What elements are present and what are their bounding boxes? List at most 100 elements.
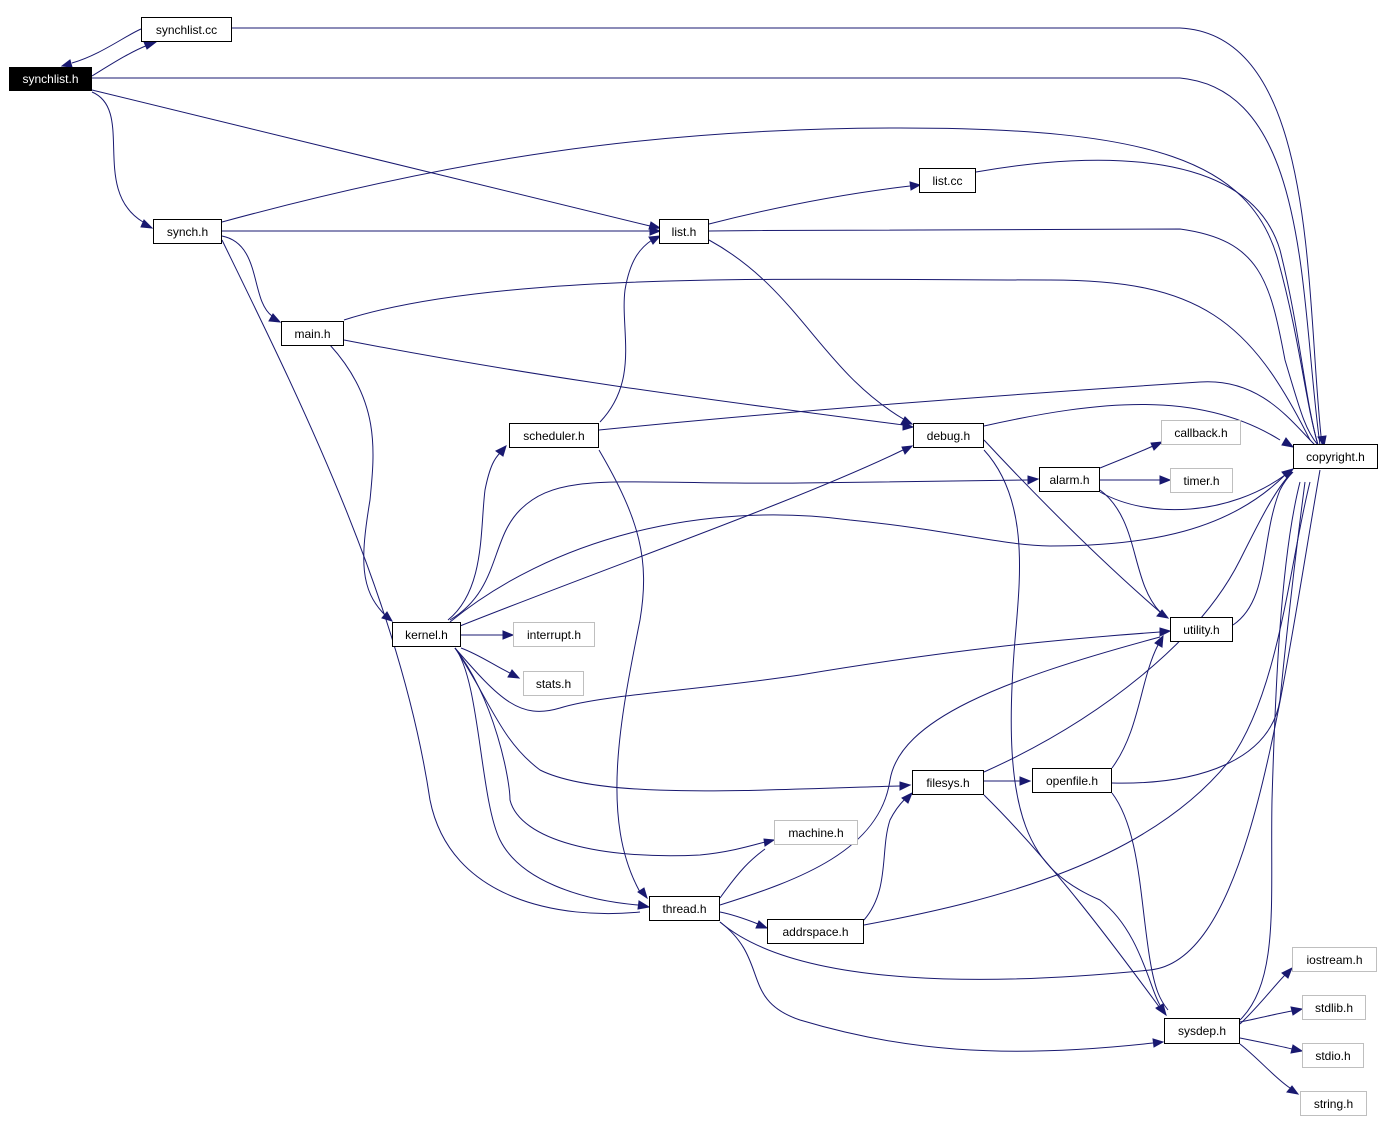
arrowhead [899,781,912,791]
edge-sysdep-h-to-stdio-h [1239,1037,1293,1050]
edge-sysdep-h-to-string-h [1239,1043,1291,1089]
node-iostream-h: iostream.h [1292,947,1377,972]
node-machine-h: machine.h [774,820,858,845]
node-synchlist-h: synchlist.h [9,67,92,91]
edge-kernel-h-to-filesys-h [454,647,901,792]
edge-debug-h-to-sysdep-h [983,449,1161,1006]
arrowhead [140,219,154,229]
edge-kernel-h-to-debug-h [454,449,904,629]
edge-synchlist-h-to-copyright-h [92,77,1321,446]
edge-kernel-h-to-utility-h [454,631,1161,712]
arrowhead [1156,609,1170,619]
node-list-h[interactable]: list.h [659,219,709,244]
arrowhead [1286,1085,1300,1095]
edge-list-cc-to-copyright-h [975,159,1319,446]
node-thread-h[interactable]: thread.h [649,896,720,921]
edge-addrspace-h-to-filesys-h [863,798,906,921]
node-alarm-h[interactable]: alarm.h [1039,467,1100,492]
arrowhead [1290,1044,1304,1054]
edge-list-h-to-copyright-h [708,228,1319,446]
edge-synch-h-to-copyright-h [221,127,1319,446]
edge-kernel-h-to-stats-h [460,647,511,674]
edge-main-h-to-kernel-h [329,344,386,616]
node-copyright-h[interactable]: copyright.h [1293,444,1378,469]
arrowhead [495,445,507,457]
arrowhead [901,445,914,455]
arrowhead [901,791,913,804]
edge-sysdep-h-to-iostream-h [1239,974,1286,1025]
edge-synchlist-cc-to-copyright-h [232,27,1323,446]
node-filesys-h[interactable]: filesys.h [912,770,984,795]
arrowhead [143,41,158,50]
edge-debug-h-to-utility-h [983,439,1161,613]
arrowhead [381,611,394,622]
arrowhead [1152,1038,1165,1048]
edge-alarm-h-to-callback-h [1099,445,1154,469]
edge-kernel-h-to-thread-h [454,647,639,906]
arrowhead [902,421,915,431]
arrowhead [637,887,648,900]
arrowhead [1281,437,1295,448]
edge-scheduler-h-to-list-h [599,239,653,423]
edge-utility-h-to-copyright-h [1232,471,1294,626]
arrowhead [648,235,662,245]
edge-openfile-h-to-utility-h [1111,644,1159,769]
node-synch-h[interactable]: synch.h [153,219,222,244]
arrowhead [1027,475,1040,485]
edge-kernel-h-to-machine-h [454,647,766,857]
arrowhead [1317,435,1327,448]
node-kernel-h[interactable]: kernel.h [392,622,461,647]
edge-list-h-to-debug-h [708,239,906,421]
edge-main-h-to-debug-h [343,339,904,426]
arrowhead [502,630,515,640]
node-openfile-h[interactable]: openfile.h [1032,768,1112,793]
arrowhead [1019,776,1032,786]
arrowhead [763,838,776,847]
node-callback-h: callback.h [1161,420,1241,445]
node-interrupt-h: interrupt.h [513,622,595,647]
edge-list-h-to-list-cc [708,185,911,225]
node-scheduler-h[interactable]: scheduler.h [509,423,599,448]
edge-filesys-h-to-sysdep-h [983,794,1161,1009]
arrowhead [268,313,282,323]
edge-synch-h-to-thread-h [221,239,641,915]
edge-filesys-h-to-copyright-h [983,471,1293,773]
edge-synchlist-cc-to-synchlist-h [71,28,142,64]
node-main-h[interactable]: main.h [281,321,344,346]
edge-thread-h-to-copyright-h [719,469,1321,980]
node-synchlist-cc[interactable]: synchlist.cc [141,17,232,42]
edge-debug-h-to-copyright-h [983,404,1281,441]
arrowhead [909,181,922,191]
edge-thread-h-to-sysdep-h [719,921,1154,1052]
edge-thread-h-to-machine-h [719,848,766,899]
node-string-h: string.h [1300,1091,1367,1116]
node-addrspace-h[interactable]: addrspace.h [767,919,864,944]
arrowhead [637,900,651,910]
arrowhead [649,226,662,236]
edge-kernel-h-to-copyright-h [449,474,1286,623]
node-stdlib-h: stdlib.h [1302,995,1366,1020]
node-sysdep-h[interactable]: sysdep.h [1164,1018,1240,1044]
node-stdio-h: stdio.h [1302,1043,1364,1068]
edge-sysdep-h-to-copyright-h [1239,481,1301,1021]
edge-synchlist-h-to-synch-h [91,91,144,223]
arrowhead [1150,441,1164,451]
arrowhead [755,920,769,929]
node-list-cc[interactable]: list.cc [919,168,976,193]
edge-thread-h-to-addrspace-h [719,911,759,925]
arrowhead [1281,966,1293,979]
node-utility-h[interactable]: utility.h [1170,617,1233,642]
node-debug-h[interactable]: debug.h [913,423,984,448]
arrowhead [1156,1003,1167,1017]
edge-main-h-to-copyright-h [343,278,1311,441]
arrowhead [1290,1006,1304,1016]
edge-kernel-h-to-alarm-h [449,479,1029,621]
node-stats-h: stats.h [523,671,584,696]
edge-synch-h-to-main-h [221,235,273,317]
arrowhead [1159,475,1172,485]
edge-scheduler-h-to-thread-h [598,449,645,893]
edge-addrspace-h-to-copyright-h [863,481,1311,926]
edge-alarm-h-to-copyright-h [1099,474,1286,511]
edge-alarm-h-to-utility-h [1099,489,1161,613]
